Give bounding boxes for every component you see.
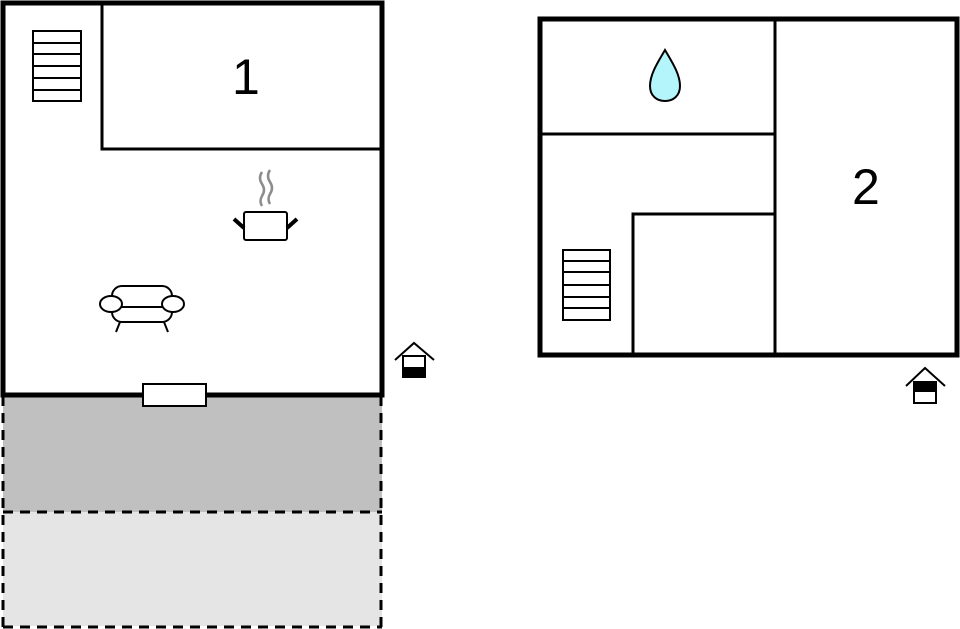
- stairs-icon: [32, 30, 82, 102]
- entrance-icon: [394, 341, 435, 378]
- floor-2-plan: [537, 16, 960, 358]
- garden-area: [3, 512, 382, 626]
- water-drop-icon: [648, 48, 682, 103]
- room-label-1: 1: [232, 49, 260, 105]
- room-label-2: 2: [852, 159, 880, 215]
- terrace-area: [3, 396, 382, 512]
- floor-1-plan: [0, 0, 385, 407]
- sofa-icon: [99, 285, 185, 333]
- stairs-icon: [562, 249, 611, 321]
- outdoor-boundary-dashed: [1, 396, 383, 629]
- door-opening: [142, 383, 207, 407]
- cooking-pot-icon: [232, 169, 299, 241]
- entrance-icon: [905, 366, 946, 404]
- room-1-wall: [100, 1, 384, 151]
